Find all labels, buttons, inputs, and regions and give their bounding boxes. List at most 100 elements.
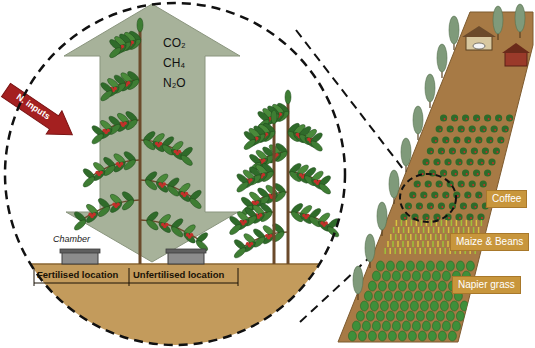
napier-clump xyxy=(402,271,410,281)
maize-plant xyxy=(407,241,409,247)
coffee-cherry xyxy=(426,217,428,219)
coffee-leaf xyxy=(90,132,105,146)
coffee-leaf xyxy=(108,46,123,60)
coffee-bush xyxy=(422,213,429,220)
coffee-leaf xyxy=(309,139,324,153)
maize-plant xyxy=(425,234,427,240)
coffee-cherry xyxy=(468,140,470,142)
gas-label: N₂O xyxy=(161,76,188,90)
maize-plant xyxy=(429,248,431,254)
maize-plant xyxy=(394,248,396,254)
red-arrow xyxy=(0,78,80,146)
coffee-bush xyxy=(460,147,467,154)
coffee-cherry xyxy=(437,162,439,164)
maize-plant xyxy=(476,220,478,226)
house xyxy=(505,52,527,66)
poplar-tree xyxy=(515,4,525,32)
coffee-cherry xyxy=(114,205,118,209)
coffee-cherry xyxy=(501,140,503,142)
coffee-cherry xyxy=(470,162,472,164)
coffee-bush xyxy=(475,191,482,198)
maize-plant xyxy=(444,248,446,254)
coffee-bush xyxy=(473,169,480,176)
coffee-trunk xyxy=(139,28,142,264)
coffee-bush xyxy=(433,213,440,220)
gas-label: CH₄ xyxy=(161,56,187,70)
napier-clump xyxy=(414,291,422,301)
napier-clump xyxy=(398,331,406,341)
coffee-trunk xyxy=(273,120,276,264)
maize-plant xyxy=(471,220,473,226)
napier-clump xyxy=(348,331,356,341)
maize-plant xyxy=(406,220,408,226)
maize-plant xyxy=(410,234,412,240)
coffee-cherry xyxy=(505,129,507,131)
coffee-trunk xyxy=(287,100,290,264)
coffee-bush xyxy=(409,191,416,198)
coffee-cherry xyxy=(121,124,125,128)
coffee-bush xyxy=(431,136,438,143)
maize-plant xyxy=(405,234,407,240)
coffee-cherry xyxy=(444,118,446,120)
hillside-strip xyxy=(338,12,533,342)
napier-clump xyxy=(428,331,436,341)
coffee-cherry xyxy=(248,244,252,248)
maize-plant xyxy=(432,241,434,247)
coffee-cherry xyxy=(459,162,461,164)
coffee-bush xyxy=(440,169,447,176)
napier-clump xyxy=(438,281,446,291)
coffee-cherry xyxy=(419,206,421,208)
zoom-line xyxy=(296,30,410,178)
napier-clump xyxy=(418,281,426,291)
coffee-cherry xyxy=(426,162,428,164)
coffee-bush xyxy=(416,202,423,209)
coffee-cherry xyxy=(488,173,490,175)
coffee-cherry xyxy=(267,236,271,240)
napier-clump xyxy=(422,321,430,331)
maize-plant xyxy=(420,234,422,240)
napier-clump xyxy=(466,261,474,271)
maize-plant xyxy=(417,241,419,247)
napier-clump xyxy=(392,271,400,281)
napier-clump xyxy=(376,261,384,271)
coffee-cherry xyxy=(474,206,476,208)
coffee-cherry xyxy=(316,181,320,185)
cow-shed xyxy=(466,36,492,50)
coffee-cherry xyxy=(90,215,94,219)
maize-plant xyxy=(427,241,429,247)
napier-clump xyxy=(398,281,406,291)
coffee-bush xyxy=(471,202,478,209)
coffee-bush xyxy=(506,114,513,121)
zoom-circle xyxy=(5,3,345,345)
coffee-cherry xyxy=(457,140,459,142)
napier-clump xyxy=(432,271,440,281)
coffee-bush xyxy=(414,180,421,187)
coffee-cherry xyxy=(188,235,192,239)
coffee-cherry xyxy=(496,151,498,153)
napier-clump xyxy=(422,271,430,281)
napier-clump xyxy=(450,301,458,311)
maize-plant xyxy=(428,227,430,233)
coffee-cherry xyxy=(455,173,457,175)
napier-clump xyxy=(412,321,420,331)
napier-clump xyxy=(364,291,372,301)
maize-plant xyxy=(408,227,410,233)
coffee-bush xyxy=(458,125,465,132)
coffee-leaf xyxy=(145,218,160,232)
coffee-cherry xyxy=(472,129,474,131)
coffee-bush xyxy=(493,147,500,154)
maize-plant xyxy=(401,220,403,226)
coffee-cherry xyxy=(459,217,461,219)
coffee-bush xyxy=(455,213,462,220)
cow xyxy=(473,43,485,49)
maize-plant xyxy=(413,227,415,233)
poplar-tree xyxy=(493,6,503,34)
coffee-bush xyxy=(438,147,445,154)
coffee-cherry xyxy=(448,217,450,219)
coffee-cherry xyxy=(455,118,457,120)
maize-plant xyxy=(438,227,440,233)
coffee-bush xyxy=(458,180,465,187)
napier-clump xyxy=(356,311,364,321)
maize-plant xyxy=(411,220,413,226)
